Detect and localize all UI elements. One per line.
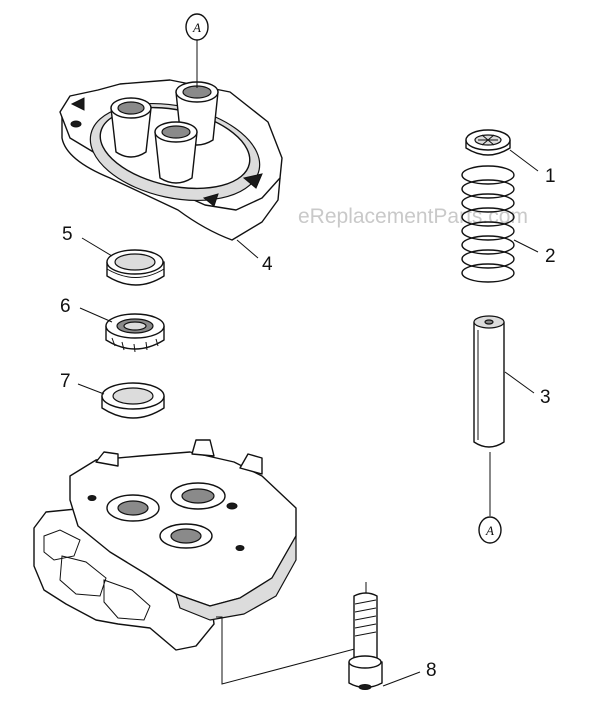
part-4-valve-cover-housing <box>59 79 283 241</box>
valve-body-manifold <box>33 439 297 651</box>
callout-2-label: 2 <box>545 246 556 267</box>
callout-3-label: 3 <box>540 387 551 408</box>
part-8-socket-head-bolt <box>348 592 383 690</box>
callout-6-label: 6 <box>60 296 71 317</box>
reference-marker-a-bottom: A <box>478 516 502 544</box>
callout-4-label: 4 <box>262 254 273 275</box>
part-1-spring-retainer-ring <box>465 129 511 156</box>
part-6-grooved-seal <box>105 313 165 353</box>
part-5-seal-ring <box>106 249 165 286</box>
part-2-coil-spring <box>461 165 515 283</box>
svg-text:A: A <box>192 20 201 35</box>
callout-8-label: 8 <box>426 660 437 681</box>
callout-1-label: 1 <box>545 166 556 187</box>
reference-marker-a-top: A <box>185 13 209 41</box>
part-3-valve-pin <box>473 315 505 448</box>
callout-7-label: 7 <box>60 371 71 392</box>
svg-text:A: A <box>485 523 494 538</box>
part-7-flat-gasket-ring <box>101 382 165 419</box>
callout-5-label: 5 <box>62 224 73 245</box>
